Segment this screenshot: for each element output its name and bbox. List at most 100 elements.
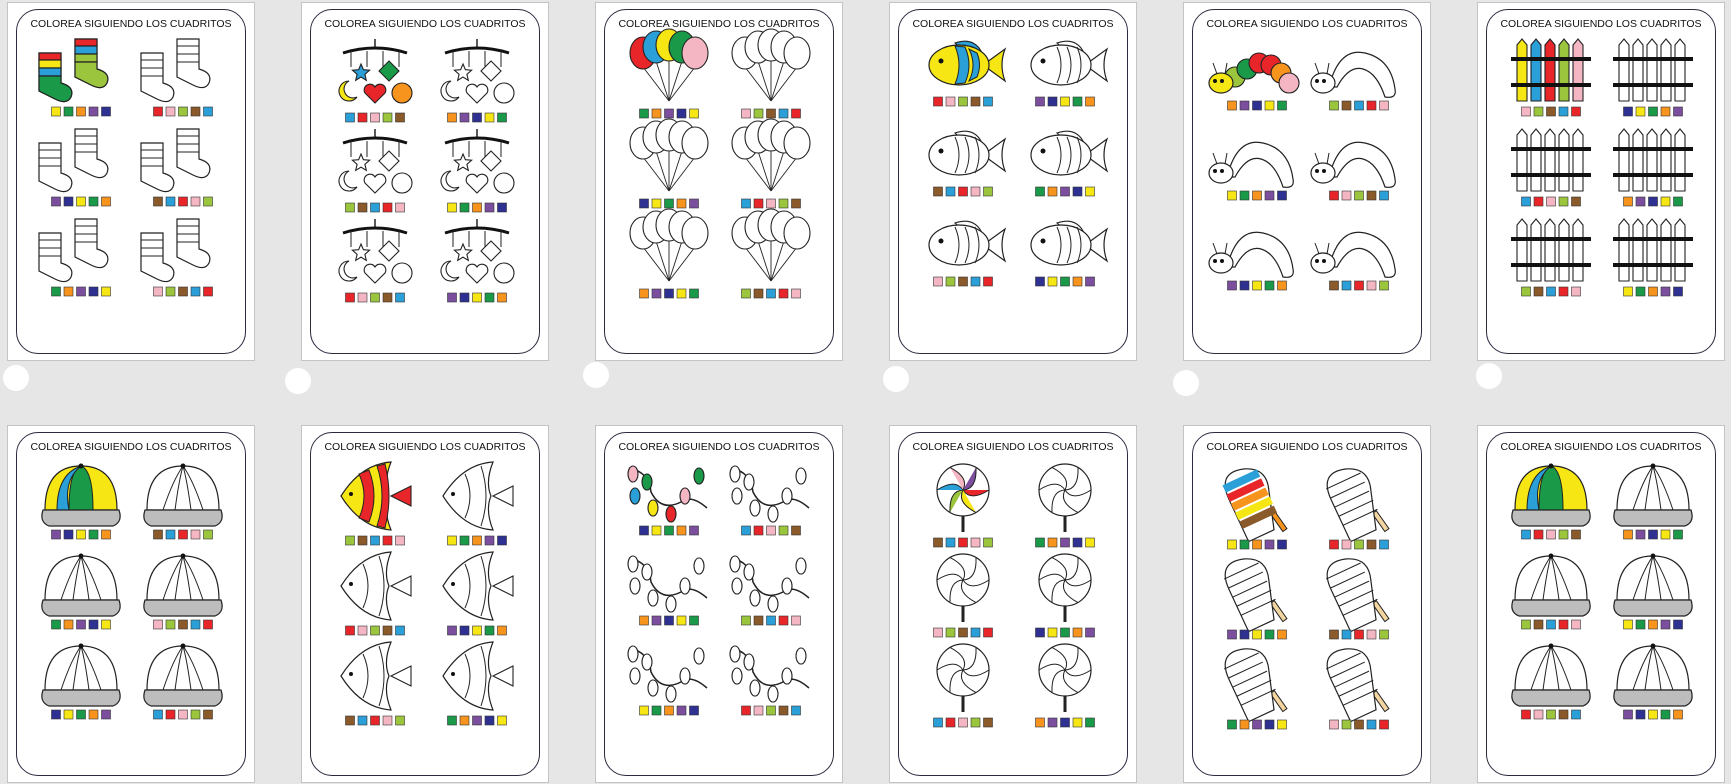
cap-crown (1616, 555, 1690, 601)
sock-band (38, 67, 62, 77)
worksheet-angelfish[interactable]: COLOREA SIGUIENDO LOS CUADRITOS (301, 425, 549, 783)
fish-stripe (954, 226, 960, 264)
light-bulb (749, 589, 761, 607)
caterpillar-head (1310, 252, 1336, 274)
color-square (970, 537, 981, 548)
balloon-string (770, 66, 798, 102)
color-square (1546, 619, 1556, 630)
color-square (1354, 719, 1364, 730)
fence-rail (1511, 83, 1591, 87)
color-square (370, 535, 380, 546)
cap-seam (1632, 555, 1654, 601)
worksheet-cap[interactable]: COLOREA SIGUIENDO LOS CUADRITOS (7, 425, 255, 783)
circle (493, 82, 515, 104)
caterpillar-body (1328, 231, 1396, 278)
color-square (459, 112, 470, 123)
color-square (51, 529, 61, 540)
color-square (1072, 276, 1083, 287)
sock (140, 52, 175, 103)
worksheet-caterpillar[interactable]: COLOREA SIGUIENDO LOS CUADRITOS (1183, 2, 1431, 361)
angelfish-stripe (378, 555, 385, 617)
color-square (1673, 619, 1683, 630)
worksheet-lights[interactable]: COLOREA SIGUIENDO LOS CUADRITOS (595, 425, 843, 783)
color-square (639, 525, 649, 536)
antenna (1224, 62, 1228, 75)
balloon (681, 36, 709, 70)
antenna (1314, 242, 1320, 255)
worksheet-title: COLOREA SIGUIENDO LOS CUADRITOS (30, 441, 232, 453)
worksheet-mobile[interactable]: COLOREA SIGUIENDO LOS CUADRITOS (301, 2, 549, 361)
light-bulb (693, 557, 705, 575)
color-square (983, 276, 993, 287)
color-square (76, 709, 86, 720)
color-square (1366, 719, 1377, 730)
color-square (1660, 529, 1671, 540)
color-square (970, 186, 981, 197)
color-square (203, 529, 213, 540)
color-square (497, 625, 507, 636)
star (453, 242, 473, 262)
diamond (378, 150, 400, 172)
color-square (395, 292, 405, 303)
worksheet-lollipop[interactable]: COLOREA SIGUIENDO LOS CUADRITOS (889, 425, 1137, 783)
worksheet-balloons[interactable]: COLOREA SIGUIENDO LOS CUADRITOS (595, 2, 843, 361)
color-square (1277, 190, 1287, 201)
balloon-string (770, 156, 798, 192)
fence-picket (1530, 218, 1542, 282)
caterpillar-body (1226, 231, 1294, 278)
balloon-string (668, 150, 683, 192)
light-bulb (629, 487, 641, 505)
color-square (1673, 106, 1683, 117)
select-circle[interactable] (3, 365, 29, 391)
angelfish-body (340, 551, 392, 621)
worksheet-socks[interactable]: COLOREA SIGUIENDO LOS CUADRITOS (7, 2, 255, 361)
balloon-string (642, 66, 670, 102)
color-square (153, 106, 163, 117)
fence-picket (1660, 128, 1672, 192)
select-circle[interactable] (1476, 363, 1502, 389)
light-bulb (665, 595, 677, 613)
angelfish-stripe (362, 563, 369, 609)
cap-button (1548, 463, 1554, 469)
color-square (153, 196, 163, 207)
light-bulb (693, 467, 705, 485)
color-square (1623, 286, 1633, 297)
select-circle[interactable] (1173, 370, 1199, 396)
select-circle[interactable] (583, 362, 609, 388)
color-square (484, 625, 495, 636)
color-square (472, 535, 482, 546)
color-square (1521, 106, 1531, 117)
popsicle-band (1334, 580, 1370, 598)
angelfish-stripe (464, 653, 471, 699)
fish-stripe (967, 47, 980, 83)
color-square (766, 288, 776, 299)
worksheet-cap-2[interactable]: COLOREA SIGUIENDO LOS CUADRITOS (1477, 425, 1725, 783)
color-square (88, 286, 99, 297)
worksheet-fence[interactable]: COLOREA SIGUIENDO LOS CUADRITOS (1477, 2, 1725, 361)
color-square (1329, 190, 1339, 201)
lollipop-swirl (1064, 489, 1092, 497)
select-circle[interactable] (285, 368, 311, 394)
heart (465, 173, 489, 194)
color-square (1047, 537, 1058, 548)
select-circle[interactable] (883, 366, 909, 392)
caterpillar-illustration (1208, 51, 1396, 291)
color-square (1366, 100, 1377, 111)
color-square (1329, 280, 1339, 291)
lollipop-swirl (1051, 557, 1068, 581)
color-square (689, 525, 699, 536)
color-square (1521, 709, 1531, 720)
worksheet-popsicle[interactable]: COLOREA SIGUIENDO LOS CUADRITOS (1183, 425, 1431, 783)
color-square (651, 198, 662, 209)
worksheet-fish[interactable]: COLOREA SIGUIENDO LOS CUADRITOS (889, 2, 1137, 361)
color-square (1060, 276, 1070, 287)
color-square (983, 186, 993, 197)
color-square (1252, 190, 1262, 201)
angelfish-eye (349, 672, 353, 676)
angelfish-body (442, 551, 494, 621)
color-square (958, 96, 968, 107)
eye (1213, 259, 1217, 263)
popsicle-band (1235, 496, 1273, 520)
eye (1220, 259, 1224, 263)
color-square (1341, 190, 1352, 201)
